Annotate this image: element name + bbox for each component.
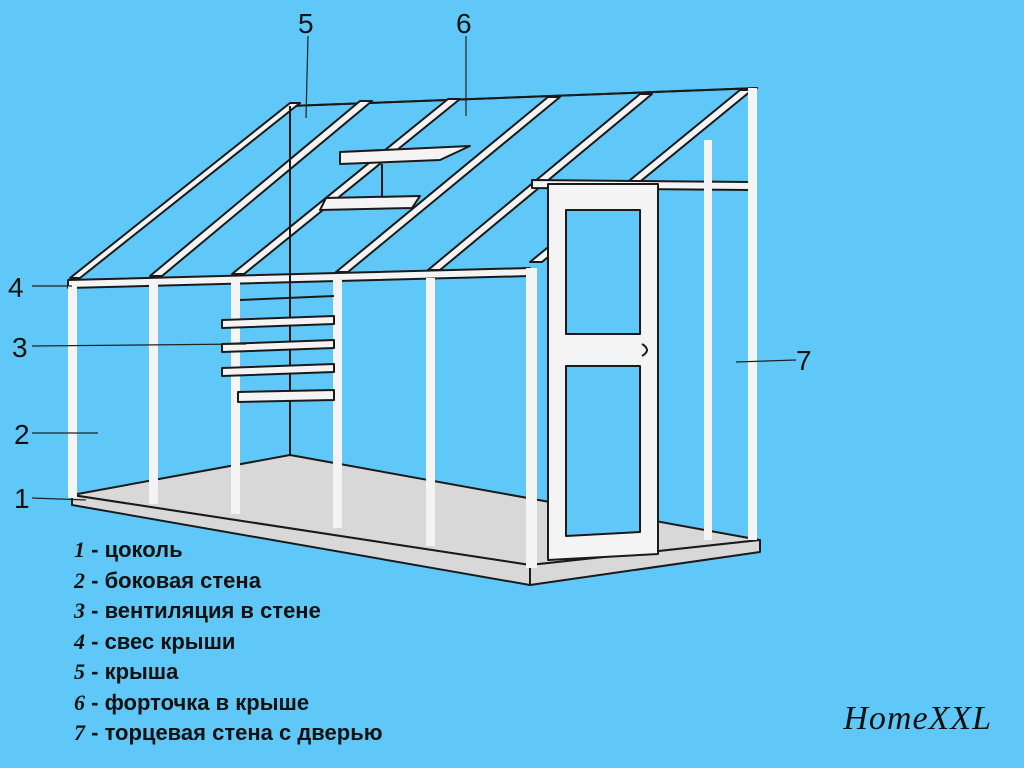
legend-sep: -: [85, 567, 105, 593]
door-lower-glass: [565, 365, 641, 537]
roof-window-sash: [339, 145, 471, 165]
front-post-4: [333, 280, 342, 528]
front-post-1: [68, 286, 77, 498]
legend-num: 5: [74, 659, 85, 684]
vent-louvre-3: [221, 363, 335, 377]
leader-5: [305, 35, 309, 119]
vent-sill: [237, 389, 335, 403]
leader-1: [31, 497, 87, 501]
legend-item: 7 - торцевая стена с дверью: [74, 718, 383, 749]
legend-sep: -: [85, 720, 105, 745]
legend-num: 2: [74, 567, 85, 593]
legend-sep: -: [85, 598, 105, 623]
front-post-5: [426, 278, 435, 546]
callout-2: 2: [14, 419, 30, 450]
vent-louvre-1: [221, 315, 335, 329]
legend-sep: -: [85, 537, 105, 562]
front-post-3: [231, 282, 240, 514]
greenhouse-frame: [67, 87, 761, 586]
wall-vent: [221, 295, 335, 403]
legend-text: торцевая стена с дверью: [104, 720, 383, 745]
front-post-2: [149, 284, 158, 504]
leader-7: [735, 359, 797, 363]
legend-item: 2 - боковая стена: [74, 566, 383, 597]
door-handle: [641, 343, 648, 357]
end-post-mid: [704, 140, 712, 540]
legend-sep: -: [85, 689, 105, 715]
legend: 1 - цоколь 2 - боковая стена 3 - вентиля…: [74, 535, 383, 749]
legend-num: 6: [74, 689, 85, 715]
legend-item: 4 - свес крыши: [74, 627, 383, 658]
legend-text: форточка в крыше: [104, 689, 310, 715]
legend-num: 4: [74, 628, 85, 654]
vent-louvre-2: [221, 339, 335, 353]
end-post-corner: [748, 88, 757, 540]
eave-beam: [67, 267, 531, 289]
legend-item: 1 - цоколь: [74, 535, 383, 566]
callout-1: 1: [14, 483, 30, 514]
legend-text: крыша: [104, 659, 179, 684]
legend-item: 6 - форточка в крыше: [74, 688, 383, 719]
callout-3: 3: [12, 332, 28, 363]
leader-lines: [31, 35, 797, 501]
door: [547, 183, 659, 561]
legend-num: 1: [74, 537, 85, 562]
legend-sep: -: [85, 659, 105, 684]
roof-rafter-1: [69, 102, 301, 279]
legend-sep: -: [85, 628, 105, 654]
brand-logo: HomeXXL: [843, 700, 992, 737]
roof-window-frame: [319, 195, 421, 211]
roof-rafter-4: [335, 96, 561, 273]
legend-text: свес крыши: [104, 628, 236, 654]
legend-text: цоколь: [104, 537, 183, 562]
callout-4: 4: [8, 272, 24, 303]
base-side-face: [529, 539, 761, 586]
legend-item: 5 - крыша: [74, 657, 383, 688]
legend-text: вентиляция в стене: [104, 598, 321, 623]
front-post-6: [526, 268, 537, 568]
vent-top-edge: [239, 295, 335, 301]
legend-text: боковая стена: [104, 567, 261, 593]
callout-7: 7: [796, 345, 812, 376]
door-upper-glass: [565, 209, 641, 335]
leader-3: [31, 343, 247, 347]
legend-num: 3: [74, 598, 85, 623]
legend-num: 7: [74, 720, 85, 745]
callout-6: 6: [456, 8, 472, 39]
legend-item: 3 - вентиляция в стене: [74, 596, 383, 627]
callout-5: 5: [298, 8, 314, 39]
